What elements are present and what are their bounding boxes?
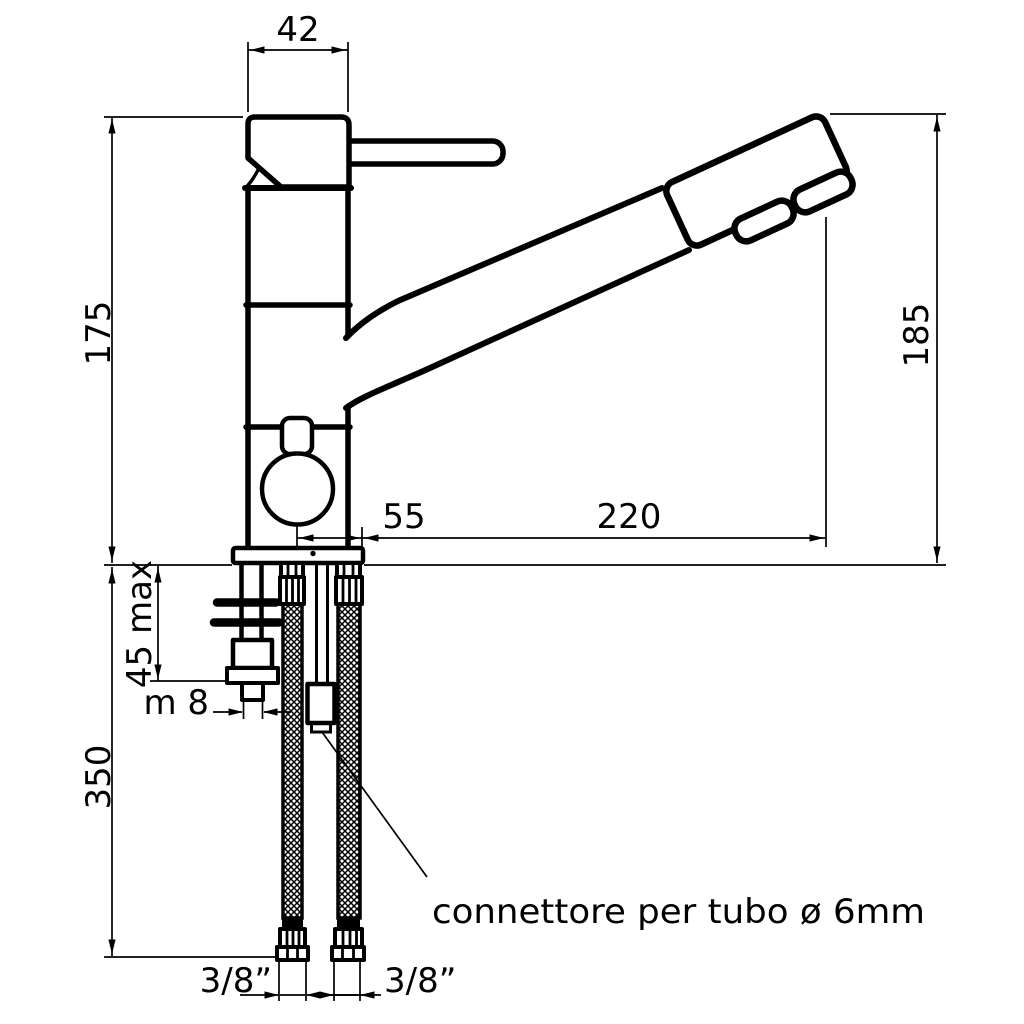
- dimension-42: [247, 42, 349, 112]
- base-plate-mark: [310, 550, 316, 557]
- label-42: 42: [276, 10, 319, 50]
- mounting-hardware: [209, 563, 284, 702]
- label-3-8-right: 3/8”: [384, 961, 456, 1001]
- faucet-handle-cap: [243, 114, 352, 190]
- supply-hose-right: [330, 561, 366, 962]
- dimension-45max: [150, 566, 227, 682]
- diverter-knob: [259, 415, 336, 527]
- connector-leader-line: [321, 731, 428, 878]
- mounting-nut-flange: [225, 666, 280, 685]
- label-350: 350: [79, 745, 119, 810]
- label-m8: m 8: [143, 683, 209, 723]
- dimension-350: [104, 567, 277, 958]
- spray-head: [663, 113, 856, 249]
- tube-connector: [305, 681, 337, 726]
- connector-tube: [305, 563, 337, 734]
- label-55: 55: [382, 497, 425, 537]
- dimension-m8: [213, 701, 291, 719]
- spray-head-button-left: [731, 197, 797, 245]
- stud-tip: [240, 681, 265, 702]
- braided-hose-right: [336, 602, 362, 920]
- label-connector-note: connettore per tubo ø 6mm: [432, 892, 925, 932]
- label-185: 185: [897, 303, 937, 368]
- mounting-nut: [230, 637, 275, 671]
- faucet-lever-handle: [330, 138, 506, 167]
- hose-nut-right: [330, 945, 366, 962]
- diverter-circle: [259, 451, 336, 527]
- dimension-175: [104, 116, 243, 563]
- base-plate: [230, 545, 366, 566]
- label-45max: 45 max: [120, 560, 160, 688]
- dimension-linework: [104, 42, 946, 1001]
- dimension-185: [830, 113, 946, 563]
- supply-hose-left: [275, 561, 310, 962]
- hose-nut-left: [275, 945, 310, 962]
- label-220: 220: [597, 497, 662, 537]
- faucet-spout: [343, 185, 692, 411]
- braided-hose-left: [281, 602, 304, 920]
- tube-connector-collar: [310, 721, 332, 734]
- label-3-8-left: 3/8”: [200, 961, 272, 1001]
- label-175: 175: [79, 301, 119, 366]
- dimension-55-220: [296, 217, 827, 547]
- dimension-labels: 42 175 185 55 220 45 max m 8 350 3/8” 3/…: [79, 10, 937, 1001]
- spray-head-button-right: [790, 168, 856, 216]
- diverter-stem: [279, 415, 315, 457]
- dimension-3-8-right: [314, 962, 381, 1001]
